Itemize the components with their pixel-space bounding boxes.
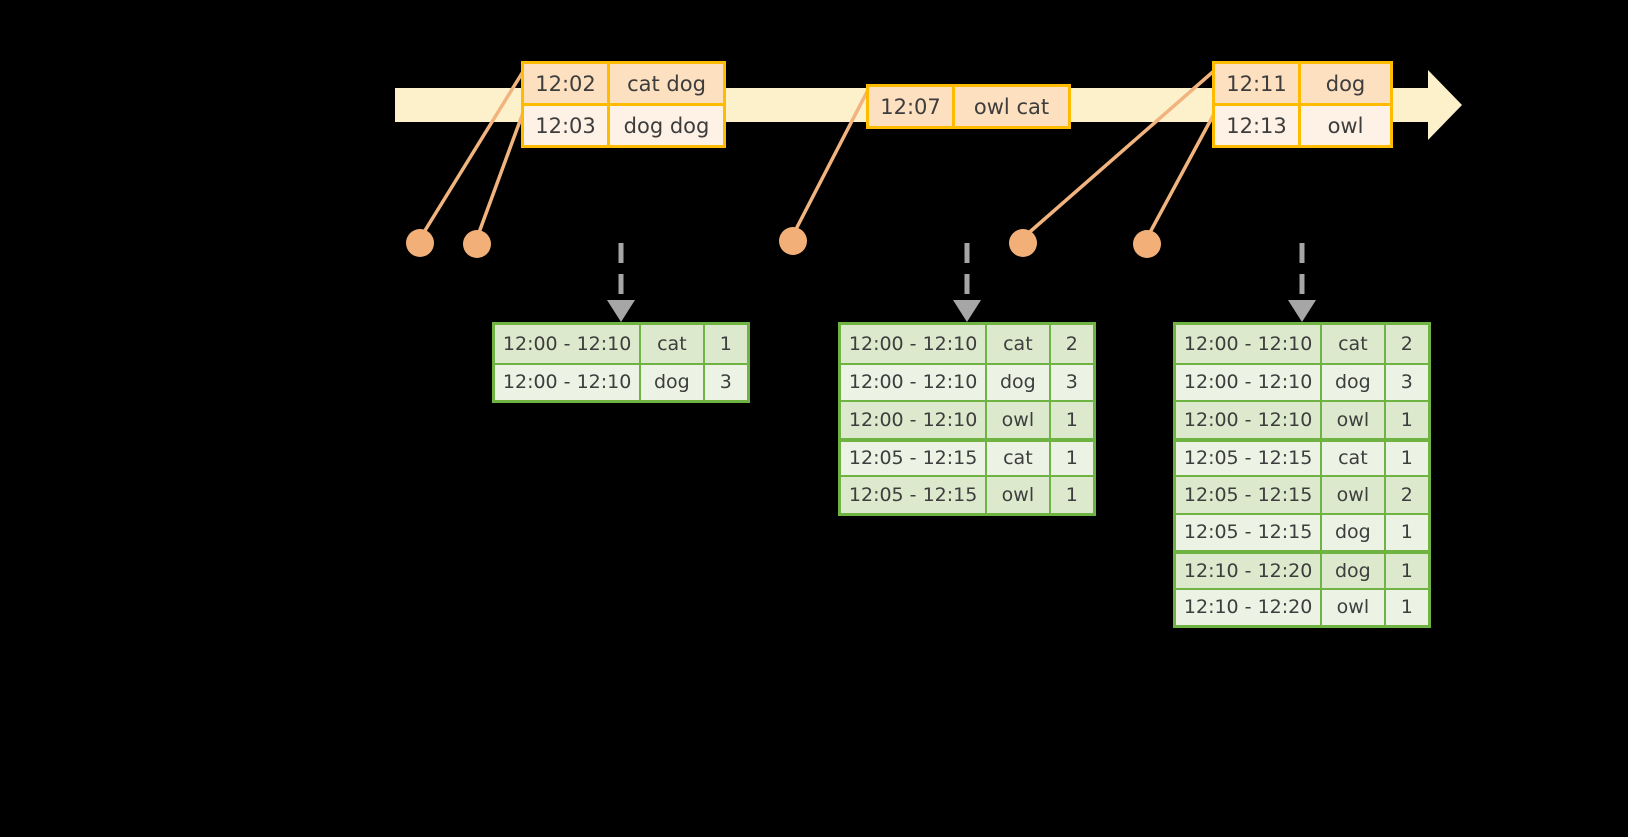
cell-window: 12:05 - 12:15 bbox=[1176, 477, 1323, 513]
event-box-group-3[interactable]: 12:11 dog 12:13 owl bbox=[1212, 61, 1393, 148]
cell-count: 1 bbox=[1385, 441, 1428, 475]
cell-count: 3 bbox=[1050, 364, 1093, 400]
cell-key: dog bbox=[1322, 554, 1386, 588]
cell-count: 1 bbox=[1385, 402, 1428, 438]
cell-count: 2 bbox=[1385, 477, 1428, 513]
event-dot-5 bbox=[1133, 230, 1161, 258]
cell-count: 2 bbox=[1050, 325, 1093, 363]
event-time: 12:11 bbox=[1215, 64, 1301, 103]
cell-window: 12:00 - 12:10 bbox=[495, 364, 642, 400]
cell-window: 12:00 - 12:10 bbox=[495, 325, 642, 363]
cell-window: 12:10 - 12:20 bbox=[1176, 554, 1323, 588]
cell-count: 3 bbox=[1385, 364, 1428, 400]
cell-window: 12:00 - 12:10 bbox=[1176, 364, 1323, 400]
event-dot-4 bbox=[1009, 229, 1037, 257]
cell-key: cat bbox=[987, 325, 1051, 363]
cell-window: 12:00 - 12:10 bbox=[1176, 402, 1323, 438]
cell-key: owl bbox=[1322, 477, 1386, 513]
cell-key: owl bbox=[1322, 589, 1386, 625]
event-box-group-1[interactable]: 12:02 cat dog 12:03 dog dog bbox=[521, 61, 726, 148]
cell-count: 1 bbox=[704, 325, 747, 363]
event-row[interactable]: 12:11 dog bbox=[1215, 64, 1390, 103]
event-words: owl cat bbox=[955, 87, 1068, 126]
cell-count: 1 bbox=[1385, 514, 1428, 550]
event-time: 12:02 bbox=[524, 64, 610, 103]
cell-key: dog bbox=[1322, 364, 1386, 400]
cell-window: 12:05 - 12:15 bbox=[841, 477, 988, 513]
cell-window: 12:00 - 12:10 bbox=[841, 364, 988, 400]
cell-window: 12:10 - 12:20 bbox=[1176, 589, 1323, 625]
cell-count: 1 bbox=[1050, 441, 1093, 475]
cell-key: cat bbox=[987, 441, 1051, 475]
event-dot-2 bbox=[463, 230, 491, 258]
connector-dots bbox=[406, 227, 1161, 258]
cell-window: 12:05 - 12:15 bbox=[1176, 441, 1323, 475]
dashed-arrow-3-head bbox=[1288, 300, 1316, 322]
cell-count: 1 bbox=[1385, 589, 1428, 625]
dashed-arrow-1-head bbox=[607, 300, 635, 322]
connector-line-2 bbox=[475, 109, 526, 239]
cell-key: cat bbox=[641, 325, 705, 363]
connector-line-1 bbox=[419, 69, 526, 238]
cell-window: 12:00 - 12:10 bbox=[841, 325, 988, 363]
cell-window: 12:00 - 12:10 bbox=[1176, 325, 1323, 363]
cell-key: owl bbox=[987, 402, 1051, 438]
cell-window: 12:05 - 12:15 bbox=[841, 441, 988, 475]
event-time: 12:03 bbox=[524, 106, 610, 145]
event-box-group-2[interactable]: 12:07 owl cat bbox=[866, 84, 1071, 129]
cell-count: 1 bbox=[1385, 554, 1428, 588]
connector-line-3 bbox=[791, 87, 871, 236]
cell-count: 2 bbox=[1385, 325, 1428, 363]
dashed-arrow-heads bbox=[607, 300, 1316, 322]
cell-window: 12:05 - 12:15 bbox=[1176, 514, 1323, 550]
event-words: cat dog bbox=[610, 64, 723, 103]
event-dot-3 bbox=[779, 227, 807, 255]
dashed-arrows bbox=[618, 243, 1305, 300]
connector-line-5 bbox=[1145, 111, 1217, 239]
event-words: dog bbox=[1301, 64, 1390, 103]
cell-count: 1 bbox=[1050, 477, 1093, 513]
cell-key: dog bbox=[641, 364, 705, 400]
event-time: 12:07 bbox=[869, 87, 955, 126]
cell-key: dog bbox=[1322, 514, 1386, 550]
cell-key: dog bbox=[987, 364, 1051, 400]
event-dot-1 bbox=[406, 229, 434, 257]
cell-key: cat bbox=[1322, 441, 1386, 475]
event-row[interactable]: 12:13 owl bbox=[1215, 103, 1390, 145]
event-row[interactable]: 12:03 dog dog bbox=[524, 103, 723, 145]
cell-key: cat bbox=[1322, 325, 1386, 363]
cell-count: 3 bbox=[704, 364, 747, 400]
cell-window: 12:00 - 12:10 bbox=[841, 402, 988, 438]
cell-key: owl bbox=[987, 477, 1051, 513]
cell-key: owl bbox=[1322, 402, 1386, 438]
cell-count: 1 bbox=[1050, 402, 1093, 438]
dashed-arrow-2-head bbox=[953, 300, 981, 322]
event-time: 12:13 bbox=[1215, 106, 1301, 145]
event-row[interactable]: 12:07 owl cat bbox=[869, 87, 1068, 126]
event-words: dog dog bbox=[610, 106, 723, 145]
event-words: owl bbox=[1301, 106, 1390, 145]
event-row[interactable]: 12:02 cat dog bbox=[524, 64, 723, 103]
